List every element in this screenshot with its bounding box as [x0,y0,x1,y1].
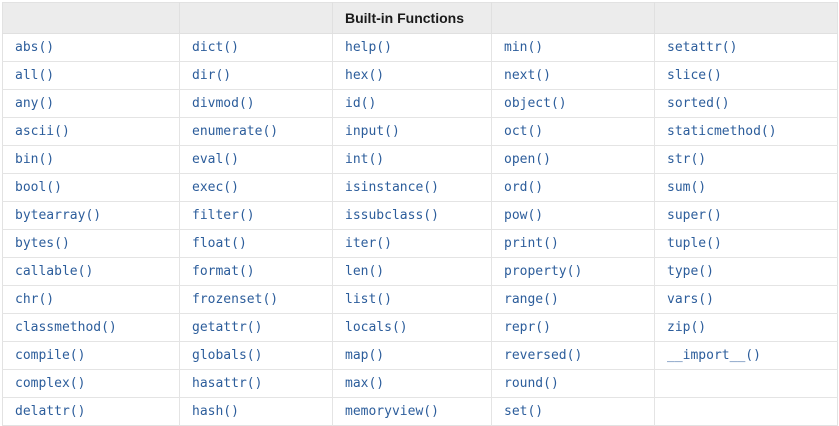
function-cell[interactable]: bytes() [2,229,180,258]
function-cell[interactable]: divmod() [179,89,333,118]
function-cell[interactable]: abs() [2,33,180,62]
function-cell[interactable]: pow() [491,201,655,230]
table-title: Built-in Functions [332,2,492,34]
table-row: all()dir()hex()next()slice() [2,61,838,90]
table-row: callable()format()len()property()type() [2,257,838,286]
function-cell[interactable]: property() [491,257,655,286]
function-cell[interactable]: sorted() [654,89,838,118]
header-cell-4 [491,2,655,34]
function-cell[interactable]: max() [332,369,492,398]
function-cell[interactable]: setattr() [654,33,838,62]
function-cell[interactable]: globals() [179,341,333,370]
function-cell[interactable]: complex() [2,369,180,398]
function-cell[interactable]: oct() [491,117,655,146]
table-body: abs()dict()help()min()setattr()all()dir(… [2,33,838,426]
table-row: bytearray()filter()issubclass()pow()supe… [2,201,838,230]
header-row: Built-in Functions [2,2,838,34]
table-row: bytes()float()iter()print()tuple() [2,229,838,258]
function-cell[interactable]: map() [332,341,492,370]
function-cell[interactable]: callable() [2,257,180,286]
function-cell[interactable]: type() [654,257,838,286]
function-cell[interactable]: eval() [179,145,333,174]
function-cell[interactable]: ascii() [2,117,180,146]
function-cell[interactable]: hash() [179,397,333,426]
header-cell-2 [179,2,333,34]
function-cell[interactable]: exec() [179,173,333,202]
function-cell[interactable]: all() [2,61,180,90]
table-row: classmethod()getattr()locals()repr()zip(… [2,313,838,342]
function-cell[interactable]: format() [179,257,333,286]
function-cell[interactable]: object() [491,89,655,118]
table-row: compile()globals()map()reversed()__impor… [2,341,838,370]
function-cell[interactable]: frozenset() [179,285,333,314]
function-cell[interactable]: vars() [654,285,838,314]
function-cell[interactable]: min() [491,33,655,62]
header-cell-5 [654,2,838,34]
function-cell[interactable]: super() [654,201,838,230]
function-cell[interactable]: zip() [654,313,838,342]
function-cell[interactable]: enumerate() [179,117,333,146]
function-cell[interactable]: compile() [2,341,180,370]
function-cell-empty [654,369,838,398]
function-cell[interactable]: dict() [179,33,333,62]
function-cell[interactable]: memoryview() [332,397,492,426]
function-cell[interactable]: any() [2,89,180,118]
function-cell[interactable]: str() [654,145,838,174]
function-cell[interactable]: bool() [2,173,180,202]
function-cell[interactable]: hasattr() [179,369,333,398]
table-row: chr()frozenset()list()range()vars() [2,285,838,314]
table-row: bin()eval()int()open()str() [2,145,838,174]
function-cell[interactable]: tuple() [654,229,838,258]
table-row: complex()hasattr()max()round() [2,369,838,398]
function-cell[interactable]: issubclass() [332,201,492,230]
function-cell[interactable]: __import__() [654,341,838,370]
function-cell[interactable]: repr() [491,313,655,342]
header-cell-1 [2,2,180,34]
table-row: delattr()hash()memoryview()set() [2,397,838,426]
function-cell[interactable]: sum() [654,173,838,202]
function-cell[interactable]: help() [332,33,492,62]
function-cell[interactable]: filter() [179,201,333,230]
function-cell[interactable]: iter() [332,229,492,258]
table-row: any()divmod()id()object()sorted() [2,89,838,118]
function-cell[interactable]: isinstance() [332,173,492,202]
function-cell[interactable]: getattr() [179,313,333,342]
function-cell[interactable]: input() [332,117,492,146]
function-cell[interactable]: ord() [491,173,655,202]
function-cell[interactable]: id() [332,89,492,118]
function-cell[interactable]: dir() [179,61,333,90]
function-cell[interactable]: range() [491,285,655,314]
function-cell[interactable]: set() [491,397,655,426]
function-cell[interactable]: staticmethod() [654,117,838,146]
function-cell[interactable]: int() [332,145,492,174]
table-row: bool()exec()isinstance()ord()sum() [2,173,838,202]
function-cell[interactable]: len() [332,257,492,286]
function-cell[interactable]: delattr() [2,397,180,426]
table-header: Built-in Functions [2,2,838,34]
function-cell[interactable]: reversed() [491,341,655,370]
table-row: abs()dict()help()min()setattr() [2,33,838,62]
function-cell[interactable]: bytearray() [2,201,180,230]
function-cell[interactable]: print() [491,229,655,258]
function-cell[interactable]: hex() [332,61,492,90]
function-cell[interactable]: round() [491,369,655,398]
function-cell[interactable]: locals() [332,313,492,342]
function-cell[interactable]: slice() [654,61,838,90]
function-cell[interactable]: next() [491,61,655,90]
function-cell[interactable]: list() [332,285,492,314]
table-row: ascii()enumerate()input()oct()staticmeth… [2,117,838,146]
function-cell[interactable]: classmethod() [2,313,180,342]
function-cell[interactable]: chr() [2,285,180,314]
function-cell-empty [654,397,838,426]
function-cell[interactable]: bin() [2,145,180,174]
function-cell[interactable]: float() [179,229,333,258]
function-cell[interactable]: open() [491,145,655,174]
